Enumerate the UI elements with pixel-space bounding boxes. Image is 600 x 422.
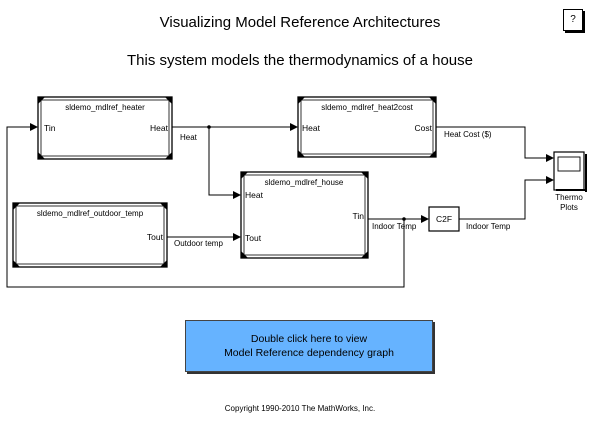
thermo-plots-scope[interactable]: Thermo Plots [553, 151, 587, 212]
house-in-tout-port: Tout [245, 233, 262, 243]
house-block-name: sldemo_mdlref_house [265, 178, 344, 187]
heater-in-port: Tin [44, 123, 56, 133]
heater-out-port: Heat [150, 123, 169, 133]
copyright-text: Copyright 1990-2010 The MathWorks, Inc. [224, 404, 376, 413]
scope-label-line1: Thermo [555, 193, 583, 202]
heat2cost-out-port: Cost [415, 123, 433, 133]
heat-branch-point [207, 125, 211, 129]
signal-indoor-temp-f-label: Indoor Temp [466, 222, 511, 231]
heat2cost-in-port: Heat [302, 123, 321, 133]
outdoor-block-name: sldemo_mdlref_outdoor_temp [37, 209, 144, 218]
page-title: Visualizing Model Reference Architecture… [159, 14, 441, 31]
c2f-label: C2F [436, 214, 452, 224]
house-in-heat-port: Heat [245, 190, 264, 200]
heater-block-name: sldemo_mdlref_heater [65, 103, 145, 112]
tin-branch-point [402, 217, 406, 221]
heat2cost-block-name: sldemo_mdlref_heat2cost [321, 103, 413, 112]
scope-label-line2: Plots [560, 203, 578, 212]
help-button[interactable]: ? [563, 9, 583, 31]
house-block[interactable]: sldemo_mdlref_house Heat Tout Tin [240, 171, 369, 259]
dependency-graph-button[interactable]: Double click here to view Model Referenc… [185, 320, 433, 372]
page-subtitle: This system models the thermodynamics of… [127, 52, 473, 69]
signal-heat-label: Heat [180, 133, 198, 142]
outdoor-temp-block[interactable]: sldemo_mdlref_outdoor_temp Tout [12, 202, 168, 268]
dependency-button-line2: Model Reference dependency graph [224, 347, 394, 359]
signal-outdoor-temp-label: Outdoor temp [174, 239, 223, 248]
signal-heat-cost-label: Heat Cost ($) [444, 130, 492, 139]
signal-lines [6, 123, 554, 288]
heater-block[interactable]: sldemo_mdlref_heater Tin Heat [37, 96, 173, 160]
heat2cost-block[interactable]: sldemo_mdlref_heat2cost Heat Cost [297, 96, 437, 158]
signal-indoor-temp-label: Indoor Temp [372, 222, 417, 231]
outdoor-out-port: Tout [147, 232, 164, 242]
dependency-button-line1: Double click here to view [250, 333, 368, 345]
house-out-port: Tin [353, 211, 365, 221]
c2f-block[interactable]: C2F [428, 206, 460, 232]
